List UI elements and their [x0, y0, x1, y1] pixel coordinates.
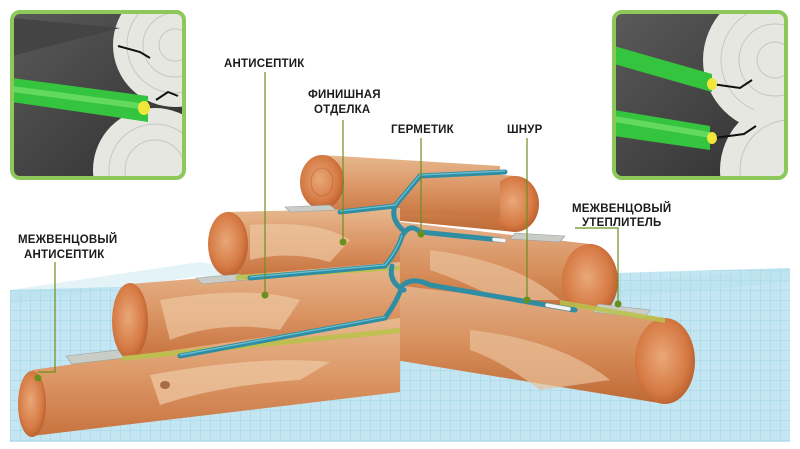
leader-lines	[38, 72, 619, 373]
label-finish-line2: ОТДЕЛКА	[314, 104, 370, 116]
label-insulation-line1: МЕЖВЕНЦОВЫЙ	[572, 202, 671, 215]
inset-right	[612, 10, 788, 180]
left-wall	[18, 208, 400, 437]
label-insulation-line2: УТЕПЛИТЕЛЬ	[582, 217, 661, 229]
label-sealant: ГЕРМЕТИК	[391, 124, 455, 136]
label-interrow-antiseptic-line2: АНТИСЕПТИК	[24, 249, 105, 261]
label-interrow-antiseptic-line1: МЕЖВЕНЦОВЫЙ	[18, 233, 117, 246]
inset-left	[10, 10, 186, 180]
label-antiseptic: АНТИСЕПТИК	[224, 58, 305, 70]
label-finish-line1: ФИНИШНАЯ	[308, 89, 381, 101]
label-cord: ШНУР	[507, 124, 543, 136]
